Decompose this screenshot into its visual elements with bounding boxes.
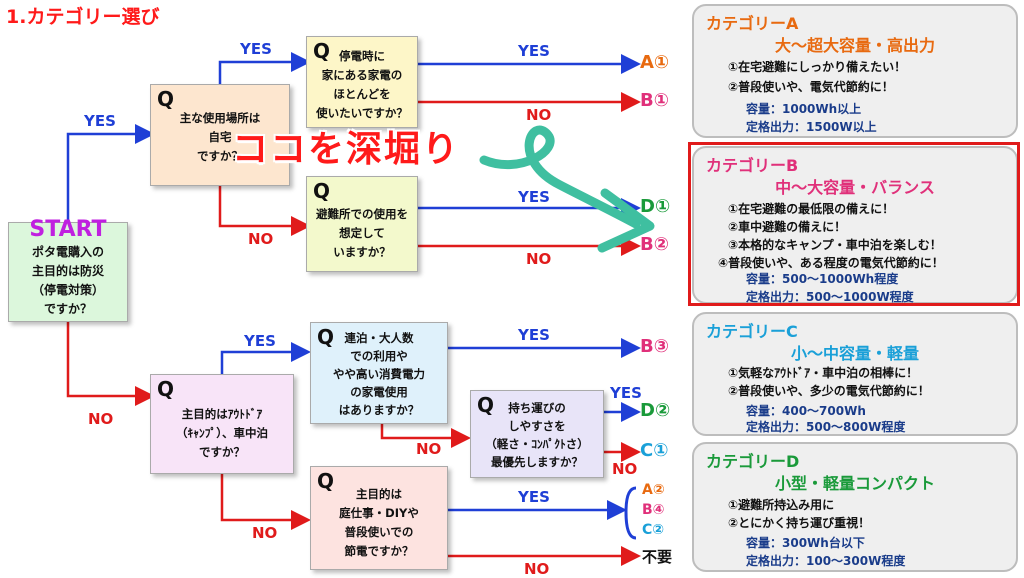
q-marker: Q [157, 87, 175, 111]
teal-arrow-icon [479, 125, 641, 229]
category-c-subtitle: 小～中容量・軽量 [790, 344, 919, 363]
category-b-subtitle: 中～大容量・バランス [775, 178, 935, 197]
question-home-use: Q 主な使用場所は 自宅 ですか？ [150, 84, 290, 186]
q-marker: Q [313, 39, 331, 63]
label-no-start: NO [88, 410, 114, 428]
label-no-port: NO [612, 460, 638, 478]
q-marker: Q [477, 393, 495, 417]
label-no-home: NO [248, 230, 274, 248]
result-b1: B① [640, 90, 669, 111]
start-question: ポタ電購入の 主目的は防災 （停電対策） ですか？ [31, 245, 104, 316]
page-title: 1.カテゴリー選び [6, 6, 160, 28]
category-c-spec-capacity: 容量：400～700Wh [746, 404, 866, 418]
category-b-highlight [688, 142, 1020, 306]
edge-outdoor-diy-no [220, 474, 311, 530]
label-no-evac: NO [526, 250, 552, 268]
category-b-bullet-4: ④普段使いや、ある程度の電気代節約に！ [718, 256, 944, 270]
label-yes-long: YES [518, 326, 550, 344]
edge-home-power-yes [218, 52, 311, 84]
category-b-title: カテゴリーB [706, 156, 799, 175]
label-no-long: NO [416, 440, 442, 458]
edge-start-home-yes [66, 124, 155, 222]
category-a-spec-output: 定格出力：1500W以上 [746, 120, 877, 134]
teal-arrowhead-icon [597, 188, 655, 253]
edge-long-port-no [380, 424, 471, 448]
question-diy-text: 主目的は 庭仕事・DIYや 普段使いでの 節電ですか？ [339, 487, 419, 558]
label-yes-evac: YES [518, 188, 550, 206]
start-label: START [29, 217, 107, 242]
q-marker: Q [317, 469, 335, 493]
q-marker: Q [317, 325, 335, 349]
question-portability: Q 持ち運びの しやすさを （軽さ・ｺﾝﾊﾟｸﾄさ） 最優先しますか？ [470, 390, 604, 478]
result-c2: C② [642, 522, 665, 538]
category-b-bullet-1: ①在宅避難の最低限の備えに！ [728, 202, 895, 216]
label-no-power: NO [526, 106, 552, 124]
category-a-card: カテゴリーA 大～超大容量・高出力 ①在宅避難にしっかり備えたい！ ②普段使いや… [692, 4, 1018, 138]
edge-start-outdoor-no [66, 322, 155, 406]
category-c-title: カテゴリーC [706, 322, 798, 341]
label-yes-outdoor: YES [244, 332, 276, 350]
category-d-title: カテゴリーD [706, 452, 800, 471]
category-c-spec-output: 定格出力：500～800W程度 [746, 420, 906, 434]
edge-outdoor-long-yes [220, 342, 311, 374]
category-c-card: カテゴリーC 小～中容量・軽量 ①気軽なｱｳﾄﾄﾞｱ・車中泊の相棒に！ ②普段使… [692, 312, 1018, 436]
category-d-card: カテゴリーD 小型・軽量コンパクト ①避難所持込み用に ②とにかく持ち運び重視！… [692, 442, 1018, 572]
question-long-stay-text: 連泊・大人数 での利用や やや高い消費電力 の家電使用 はありますか？ [333, 331, 425, 417]
category-d-spec-output: 定格出力：100～300W程度 [746, 554, 906, 568]
start-box: START ポタ電購入の 主目的は防災 （停電対策） ですか？ [8, 217, 128, 322]
question-outdoor: Q 主目的はｱｳﾄﾄﾞｱ （ｷｬﾝﾌﾟ）、車中泊 ですか？ [150, 374, 294, 474]
category-a-bullet-1: ①在宅避難にしっかり備えたい！ [728, 60, 907, 74]
result-d1: D① [640, 196, 671, 217]
label-no-diy: NO [524, 560, 550, 578]
result-b4: B④ [642, 502, 665, 518]
category-b-bullet-3: ③本格的なキャンプ・車中泊を楽しむ！ [728, 238, 942, 252]
result-none: 不要 [642, 548, 673, 566]
category-d-spec-capacity: 容量：300Wh台以下 [746, 536, 865, 550]
category-b-spec-output: 定格出力：500～1000W程度 [746, 290, 914, 304]
result-c1: C① [640, 440, 669, 461]
category-b-bullet-2: ②車中避難の備えに！ [728, 220, 847, 234]
category-d-bullet-2: ②とにかく持ち運び重視！ [728, 516, 871, 530]
question-power-outage: Q 停電時に 家にある家電の ほとんどを 使いたいですか？ [306, 36, 418, 128]
question-long-stay: Q 連泊・大人数 での利用や やや高い消費電力 の家電使用 はありますか？ [310, 322, 448, 424]
category-d-subtitle: 小型・軽量コンパクト [774, 474, 935, 493]
question-outdoor-text: 主目的はｱｳﾄﾄﾞｱ （ｷｬﾝﾌﾟ）、車中泊 ですか？ [176, 407, 268, 459]
category-a-bullet-2: ②普段使いや、電気代節約に！ [728, 80, 894, 94]
question-evacuation: Q 避難所での使用を 想定して いますか？ [306, 176, 418, 272]
result-bracket [624, 486, 637, 540]
dig-deeper-overlay: ココを深堀り [232, 129, 461, 170]
question-power-outage-text: 停電時に 家にある家電の ほとんどを 使いたいですか？ [316, 49, 408, 120]
label-no-outdoor: NO [252, 524, 278, 542]
question-portability-text: 持ち運びの しやすさを （軽さ・ｺﾝﾊﾟｸﾄさ） 最優先しますか？ [485, 401, 589, 469]
q-marker: Q [313, 179, 331, 203]
category-c-bullet-2: ②普段使いや、多少の電気代節約に！ [728, 384, 930, 398]
label-yes-start: YES [84, 112, 116, 130]
result-b2: B② [640, 234, 669, 255]
q-marker: Q [157, 377, 175, 401]
category-a-spec-capacity: 容量：1000Wh以上 [746, 102, 862, 116]
category-d-bullet-1: ①避難所持込み用に [728, 498, 835, 512]
result-d2: D② [640, 400, 671, 421]
category-a-title: カテゴリーA [706, 14, 799, 33]
category-b-spec-capacity: 容量：500～1000Wh程度 [746, 272, 899, 286]
category-a-subtitle: 大～超大容量・高出力 [774, 36, 935, 55]
label-yes-diy: YES [518, 488, 550, 506]
result-b3: B③ [640, 336, 669, 357]
label-yes-home: YES [240, 40, 272, 58]
label-yes-port: YES [610, 384, 642, 402]
label-yes-power: YES [518, 42, 550, 60]
category-c-bullet-1: ①気軽なｱｳﾄﾄﾞｱ・車中泊の相棒に！ [728, 366, 919, 380]
question-home-use-text: 主な使用場所は 自宅 ですか？ [179, 111, 261, 163]
result-a2: A② [642, 482, 665, 498]
edge-home-evac-no [218, 186, 311, 236]
question-evacuation-text: 避難所での使用を 想定して いますか？ [316, 207, 408, 259]
question-diy: Q 主目的は 庭仕事・DIYや 普段使いでの 節電ですか？ [310, 466, 448, 570]
result-a1: A① [640, 52, 670, 73]
category-b-card: カテゴリーB 中～大容量・バランス ①在宅避難の最低限の備えに！ ②車中避難の備… [692, 146, 1018, 304]
